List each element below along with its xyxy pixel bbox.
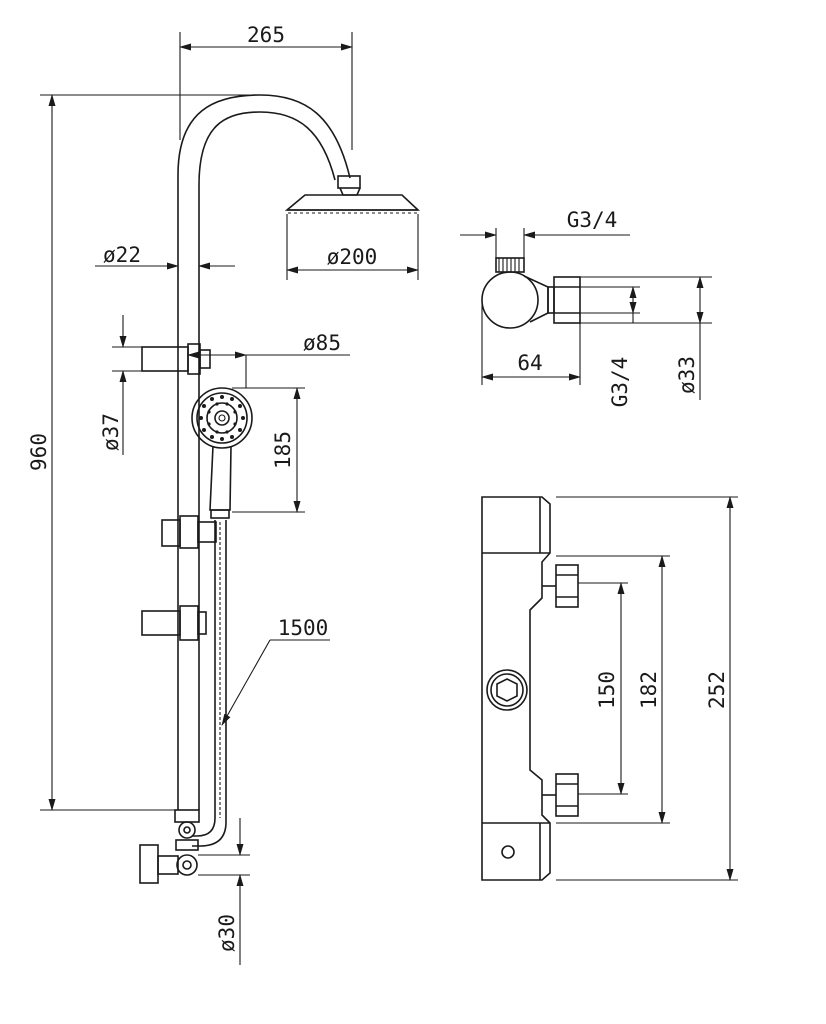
bottom-outlet (139, 809, 200, 884)
dim-body-depth: 64 (517, 351, 542, 375)
dim-overall-length: 252 (705, 671, 729, 709)
dim-total-height: 960 (27, 433, 51, 471)
dim-top-connection: G3/4 (567, 208, 618, 232)
head-connector (337, 175, 361, 189)
dim-hose-length: 1500 (278, 616, 329, 640)
valve-body-circle (481, 271, 539, 329)
dim-head-diameter: ø200 (327, 245, 378, 269)
lower-inlet-nut (542, 773, 579, 817)
valve-side-view: G3/4 64 G3/4 ø33 (460, 208, 712, 407)
dim-inlet-thread: G3/4 (608, 357, 632, 408)
dim-handset-length: 185 (271, 431, 295, 469)
nozzle-ring (199, 395, 245, 441)
mounting-hole (501, 845, 515, 859)
riser-pipe-inner (198, 111, 336, 810)
dim-outer-span: 182 (637, 671, 661, 709)
shower-column-view: 265 960 ø22 ø200 ø85 185 ø37 (27, 23, 421, 965)
rain-shower-head (284, 194, 421, 211)
hex-socket (486, 669, 528, 711)
dim-slider-diameter: ø37 (99, 413, 123, 451)
top-connector (495, 257, 525, 273)
dim-outlet-diameter: ø30 (215, 914, 239, 952)
middle-holder (161, 515, 217, 549)
upper-slider-holder (141, 343, 211, 375)
hand-shower (191, 387, 253, 519)
dim-body-diameter: ø33 (675, 356, 699, 394)
valve-front-view: 150 182 252 (481, 496, 738, 881)
valve-bar-outline (481, 496, 551, 881)
upper-inlet-nut (542, 564, 579, 608)
hand-shower-handle (209, 445, 232, 511)
dim-inner-centres: 150 (595, 671, 619, 709)
lower-holder (141, 605, 207, 641)
riser-pipe-outer (177, 94, 351, 810)
dim-rail-spacing: 265 (247, 23, 285, 47)
side-inlet-nut (553, 276, 581, 324)
dim-pipe-diameter: ø22 (103, 243, 141, 267)
dim-handset-diameter: ø85 (303, 331, 341, 355)
shower-hose (192, 520, 227, 847)
